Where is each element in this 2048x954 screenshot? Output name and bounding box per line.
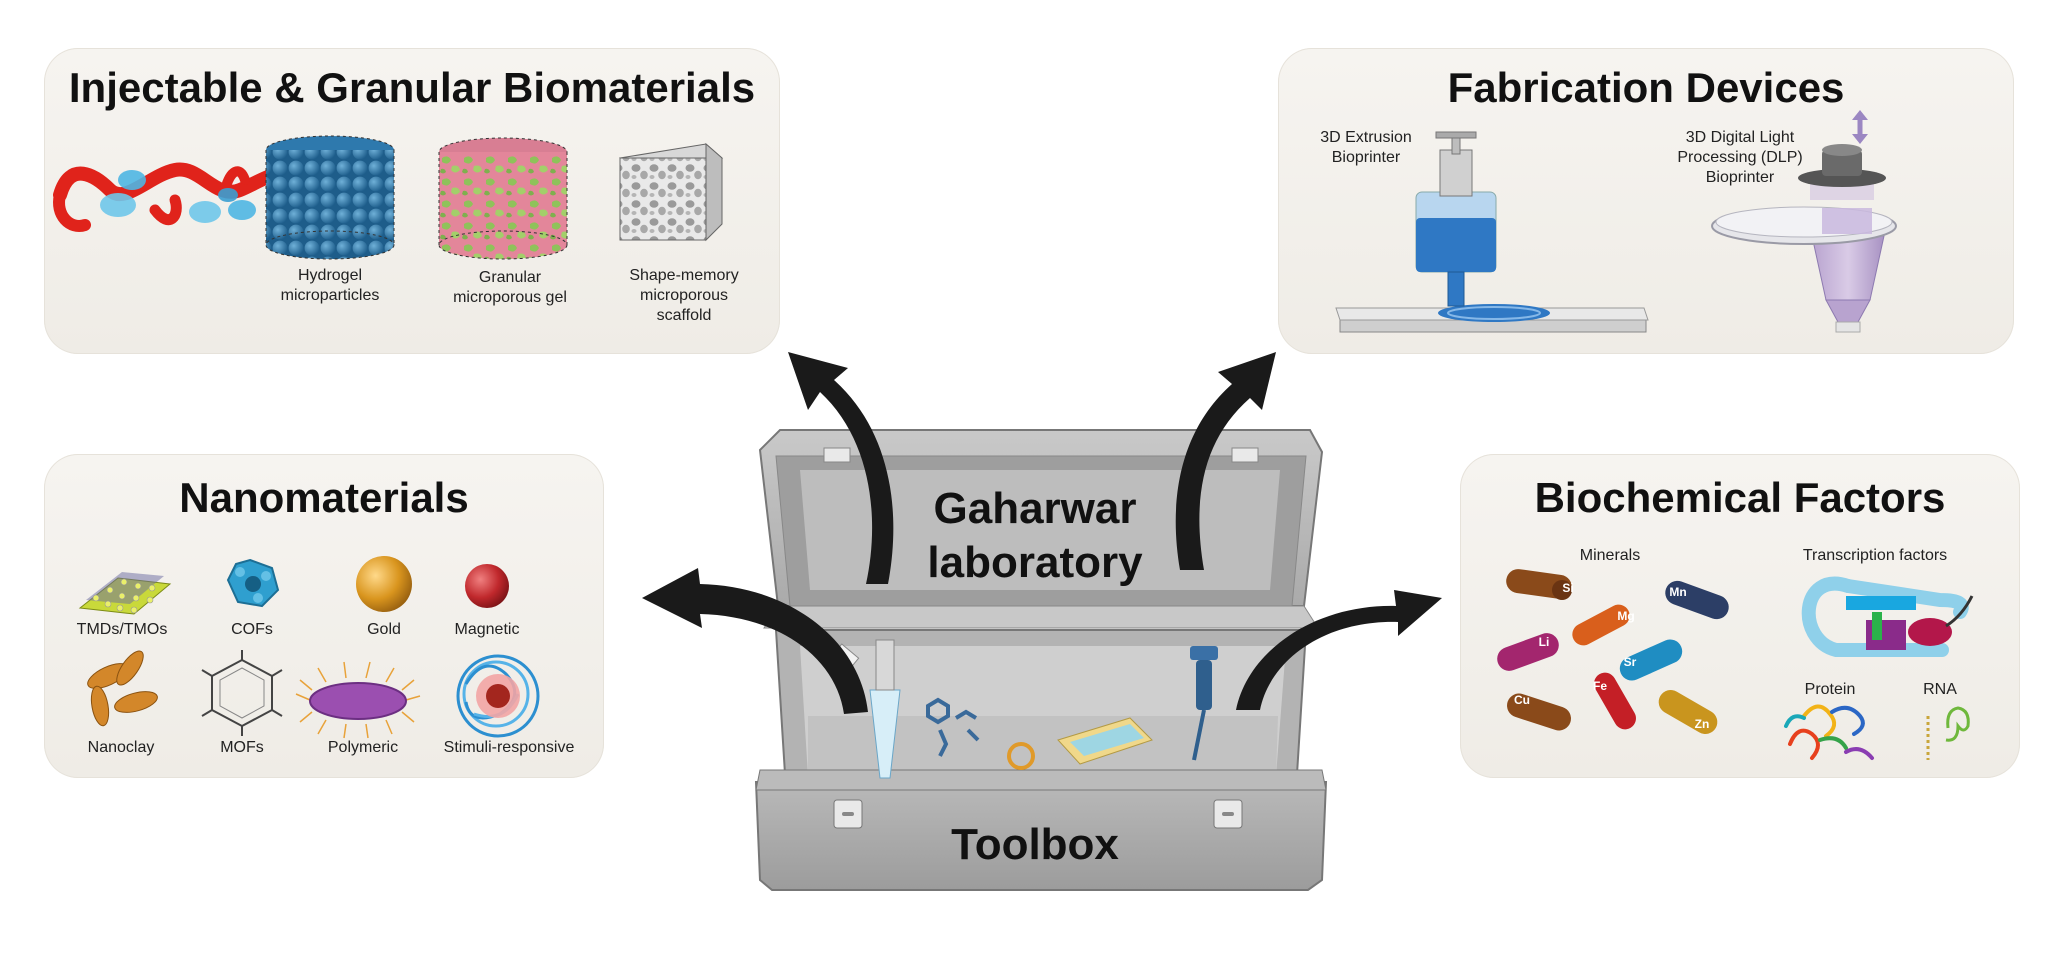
granular-microporous-gel-illustration (438, 137, 568, 260)
rna-illustration (1926, 706, 1970, 760)
polymeric-nanoparticle-illustration (295, 661, 421, 739)
label-mofs: MOFs (220, 739, 264, 756)
label-magnetic: Magnetic (454, 621, 520, 638)
toolbox-illustration (754, 429, 1328, 891)
label-transcription-factors: Transcription factors (1802, 547, 1948, 564)
tmds-tmos-illustration (78, 572, 172, 615)
panel-title-biochemical: Biochemical Factors (1534, 474, 1946, 521)
panel-title-fabrication: Fabrication Devices (1447, 64, 1845, 111)
label-tmds-tmos: TMDs/TMOs (76, 621, 168, 638)
panel-title-nanomaterials: Nanomaterials (179, 474, 469, 521)
mineral-fe: Fe (1592, 679, 1607, 693)
dlp-bioprinter-illustration (1711, 110, 1897, 333)
label-protein: Protein (1804, 681, 1856, 698)
label-rna: RNA (1923, 681, 1957, 698)
arrow-to-biochemical (1236, 590, 1442, 710)
mineral-sr: Sr (1623, 655, 1637, 669)
gold-nanoparticle-icon (356, 556, 412, 612)
shape-memory-scaffold-illustration (618, 142, 724, 242)
protein-illustration (1784, 704, 1874, 760)
label-polymeric: Polymeric (327, 739, 399, 756)
lab-name-line2: laboratory (927, 538, 1143, 587)
extrusion-bioprinter-illustration (1335, 131, 1649, 333)
mineral-cu: Cu (1514, 693, 1530, 707)
mineral-mn: Mn (1669, 585, 1687, 599)
label-dlp-bioprinter: 3D Digital Light Processing (DLP) Biopri… (1677, 129, 1803, 186)
label-granular-microporous-gel: Granular microporous gel (453, 269, 567, 306)
cofs-illustration (226, 558, 280, 608)
arrow-to-fabrication (1175, 352, 1276, 570)
toolbox-label: Toolbox (951, 820, 1119, 869)
stimuli-responsive-nanoparticle-illustration (456, 654, 540, 738)
nanoclay-illustration (87, 650, 158, 727)
arrows (642, 352, 1442, 714)
label-cofs: COFs (231, 621, 273, 638)
label-gold: Gold (367, 621, 401, 638)
mineral-zn: Zn (1694, 717, 1710, 731)
panel-fabrication-devices: Fabrication Devices (1278, 48, 2014, 354)
transcription-factor-illustration (1801, 576, 1974, 657)
mofs-illustration (201, 650, 283, 736)
label-hydrogel-microparticles: Hydrogel microparticles (280, 267, 380, 304)
arrow-to-injectable (788, 352, 894, 584)
arrow-to-nanomaterials (642, 568, 868, 714)
mineral-si: Si (1562, 581, 1574, 595)
panel-title-injectable: Injectable & Granular Biomaterials (68, 64, 756, 111)
label-extrusion-bioprinter: 3D Extrusion Bioprinter (1320, 129, 1412, 166)
label-shape-memory-scaffold: Shape-memory microporous scaffold (629, 267, 739, 324)
magnetic-nanoparticle-icon (465, 564, 509, 608)
hydrogel-microparticles-illustration (265, 135, 395, 260)
label-stimuli-responsive: Stimuli-responsive (443, 739, 575, 756)
mineral-li: Li (1538, 635, 1550, 649)
label-minerals: Minerals (1579, 547, 1641, 564)
lab-name-line1: Gaharwar (933, 484, 1137, 533)
mineral-capsules-illustration (1497, 569, 1729, 734)
mineral-mg: Mg (1617, 609, 1635, 623)
label-nanoclay: Nanoclay (87, 739, 155, 756)
